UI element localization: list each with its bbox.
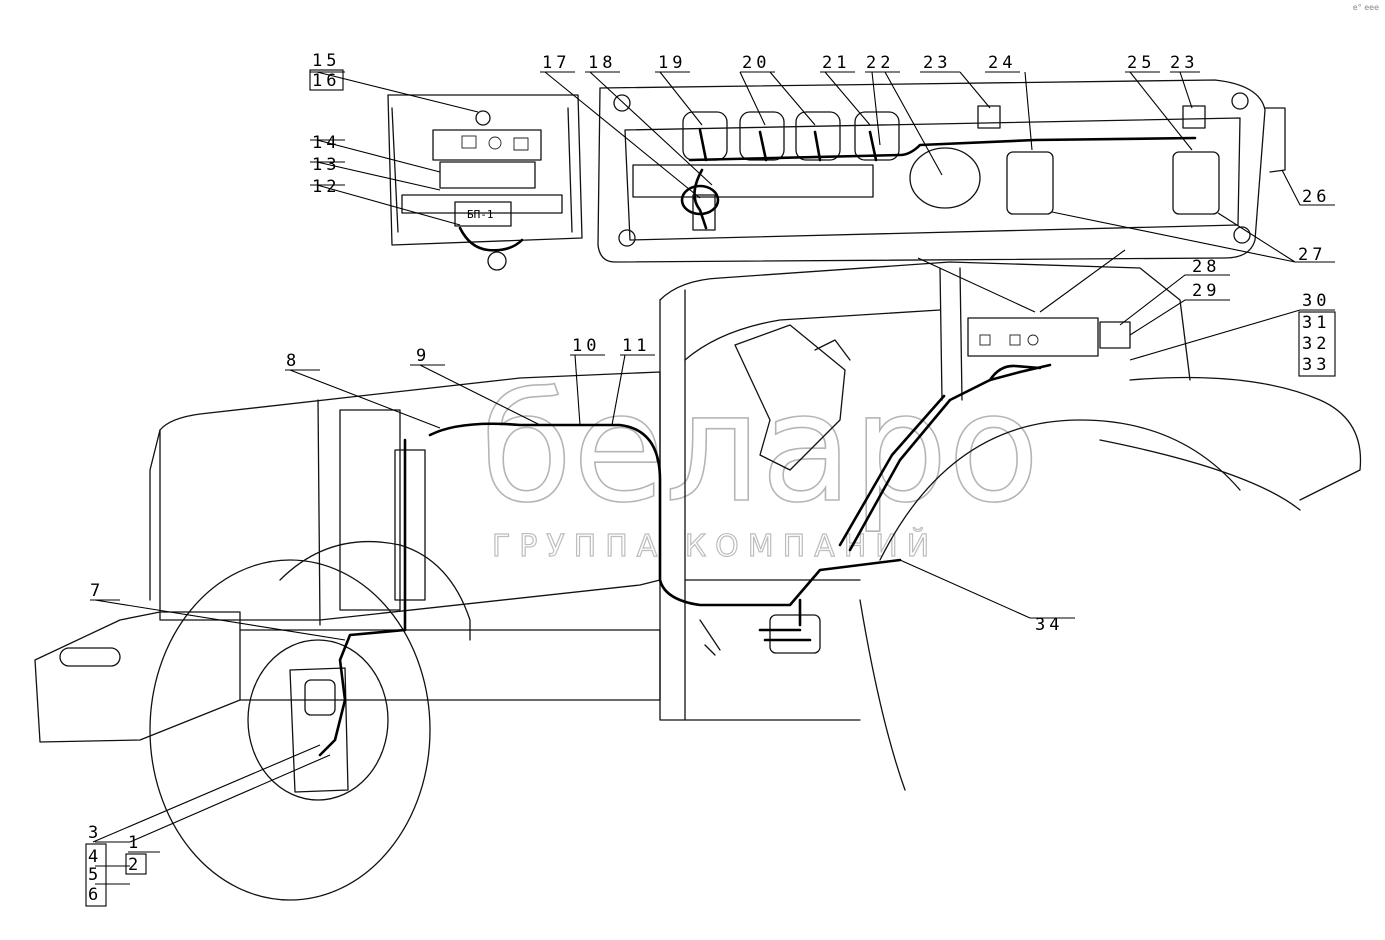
callout-14: 14 [312, 133, 340, 153]
callout-20: 20 [742, 53, 770, 73]
callout-30: 30 [1302, 291, 1330, 311]
callout-27: 27 [1298, 245, 1326, 265]
callout-11: 11 [622, 336, 650, 356]
fuse-panel: БП-1 [387, 94, 583, 271]
callout-9: 9 [416, 346, 430, 366]
callout-22: 22 [866, 53, 894, 73]
callout-18: 18 [588, 53, 616, 73]
wiring-harness [318, 363, 1052, 757]
rear-switch-panel [967, 317, 1099, 357]
callout-10: 10 [572, 336, 600, 356]
callout-13: 13 [312, 155, 340, 175]
callout-15: 15 [312, 51, 340, 71]
callout-23b: 23 [1170, 53, 1198, 73]
callout-21: 21 [822, 53, 850, 73]
corner-mark: e° eee [1352, 3, 1379, 12]
dashboard-harness-panel [597, 79, 1286, 263]
callout-26: 26 [1302, 187, 1330, 207]
callout-6: 6 [88, 885, 102, 905]
callout-33: 33 [1302, 355, 1330, 375]
watermark: беларо ГРУППА КОМПАНИЙ [479, 361, 1040, 564]
callout-23a: 23 [923, 53, 951, 73]
fuse-block-label: БП-1 [467, 208, 494, 221]
fuse-indicator [475, 110, 491, 126]
sun-icon [488, 136, 502, 150]
callout-12: 12 [312, 177, 340, 197]
callout-16: 16 [312, 71, 340, 91]
callout-4: 4 [88, 847, 102, 867]
callout-32: 32 [1302, 334, 1330, 354]
callout-24: 24 [988, 53, 1016, 73]
callout-17: 17 [542, 53, 570, 73]
callout-28: 28 [1192, 257, 1220, 277]
tractor-body [34, 249, 1362, 901]
leader-lines [90, 71, 1335, 885]
watermark-main: беларо [480, 362, 1040, 536]
label-boxes [85, 69, 1336, 907]
callout-3: 3 [88, 823, 102, 843]
callout-5: 5 [88, 865, 102, 885]
front-wheel [149, 559, 431, 901]
callout-numbers: 3 4 5 6 1 2 7 8 9 10 11 12 13 14 15 16 1… [88, 51, 1330, 905]
callout-31: 31 [1302, 313, 1330, 333]
callout-1: 1 [128, 833, 142, 853]
callout-29: 29 [1192, 281, 1220, 301]
callout-7: 7 [90, 581, 104, 601]
callout-2: 2 [128, 855, 142, 875]
watermark-sub: ГРУППА КОМПАНИЙ [492, 528, 938, 564]
callout-8: 8 [286, 351, 300, 371]
callout-25: 25 [1127, 53, 1155, 73]
callout-34: 34 [1035, 615, 1063, 635]
callout-19: 19 [658, 53, 686, 73]
